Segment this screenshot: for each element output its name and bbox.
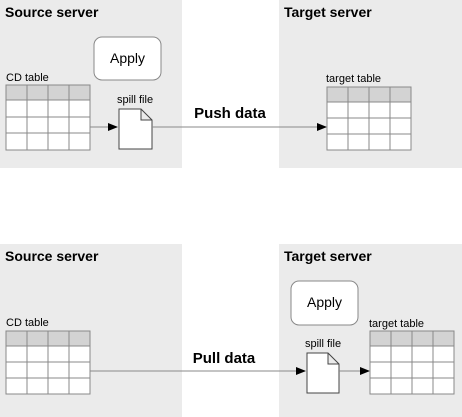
push-scenario: Source server Target server Apply CD tab… xyxy=(0,0,462,168)
target-table-label: target table xyxy=(326,73,381,85)
apply-label: Apply xyxy=(110,50,145,66)
apply-label: Apply xyxy=(307,294,342,310)
cd-table xyxy=(5,330,91,395)
pull-scenario: Source server Target server CD table Pul… xyxy=(0,244,462,417)
cd-table-label: CD table xyxy=(6,72,49,84)
cd-table-label: CD table xyxy=(6,317,49,329)
target-server-title: Target server xyxy=(284,4,372,20)
spill-file-label: spill file xyxy=(117,94,153,106)
target-server-title: Target server xyxy=(284,248,372,264)
source-server-title: Source server xyxy=(5,248,99,264)
cd-table xyxy=(5,84,91,151)
pull-data-label: Pull data xyxy=(193,350,256,367)
target-table-label: target table xyxy=(369,318,424,330)
target-table xyxy=(326,86,412,151)
spill-file-label: spill file xyxy=(305,338,341,350)
target-table xyxy=(369,330,455,395)
spill-file-icon xyxy=(306,352,340,394)
push-data-label: Push data xyxy=(194,105,266,122)
source-server-title: Source server xyxy=(5,4,99,20)
spill-file-icon xyxy=(118,108,153,150)
apply-box xyxy=(290,280,359,326)
apply-box xyxy=(93,36,162,81)
